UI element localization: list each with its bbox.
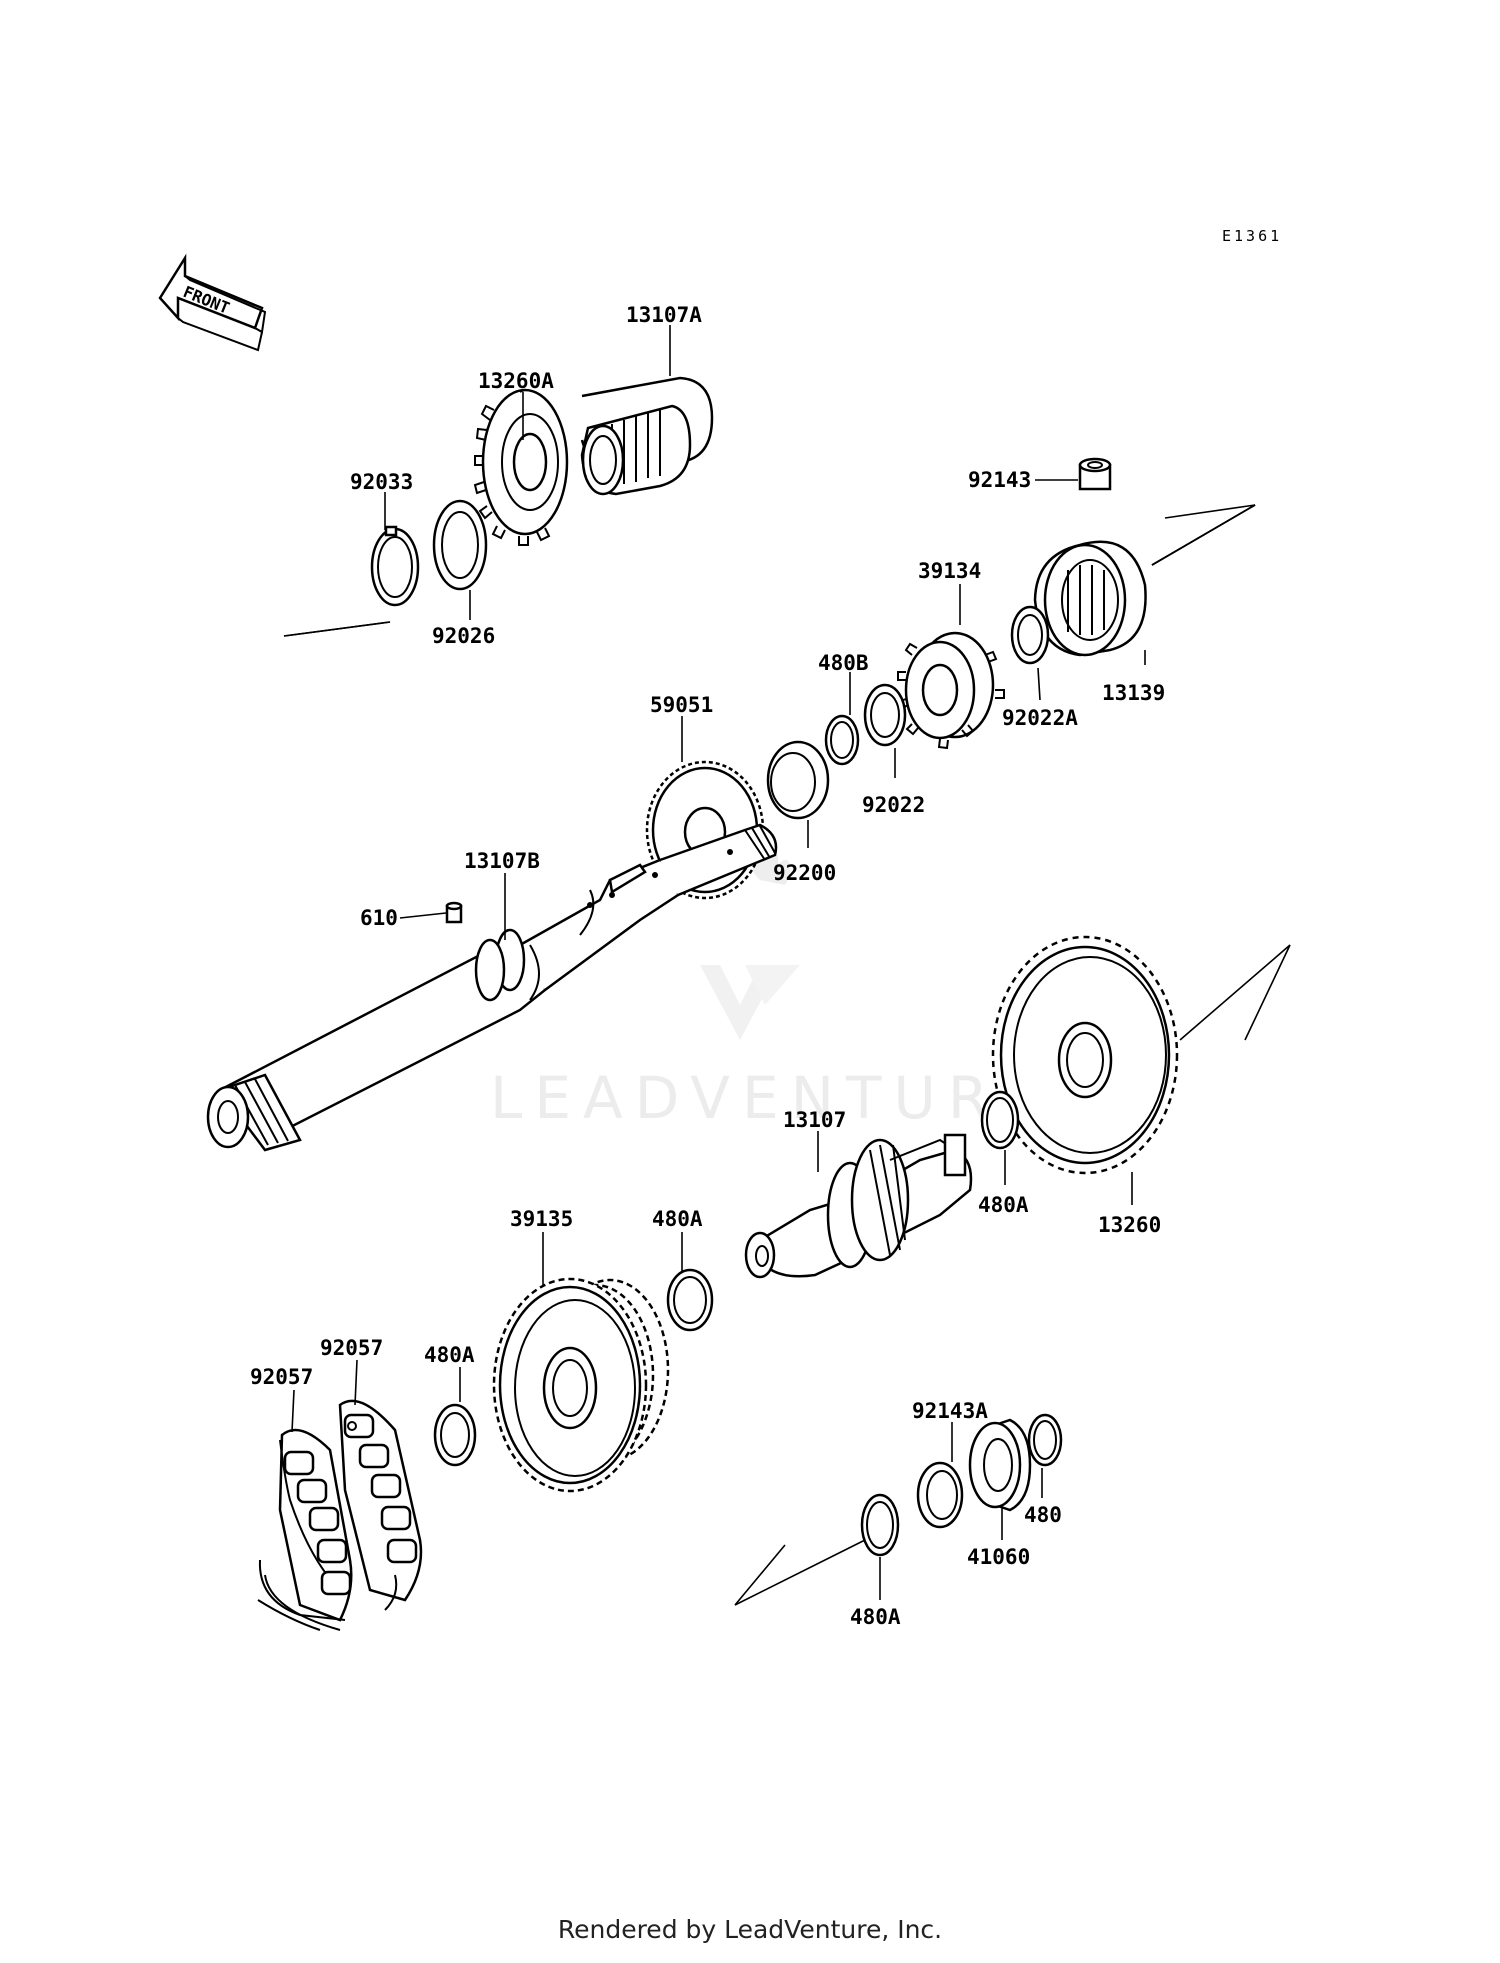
part-13260-gear (991, 935, 1179, 1175)
label-13107B: 13107B (464, 849, 540, 873)
label-92200: 92200 (773, 861, 836, 885)
part-92026-washer (432, 499, 488, 591)
watermark-text: LEADVENTURE (490, 1064, 1049, 1132)
part-92022-washer (863, 683, 907, 747)
footer-credit: Rendered by LeadVenture, Inc. (557, 1915, 943, 1944)
part-480A-circlip-middle (666, 1268, 714, 1332)
label-13107A: 13107A (626, 303, 702, 327)
part-480A-circlip-upper (980, 1090, 1020, 1150)
part-480-circlip (1027, 1413, 1063, 1467)
label-480: 480 (1024, 1503, 1062, 1527)
front-arrow-icon: FRONT (158, 253, 267, 352)
label-92026: 92026 (432, 624, 495, 648)
label-92057-left: 92057 (250, 1365, 313, 1389)
part-13107-shaft (744, 1133, 973, 1279)
label-13260A: 13260A (478, 369, 554, 393)
label-92057-right: 92057 (320, 1336, 383, 1360)
label-39135: 39135 (510, 1207, 573, 1231)
label-92143A: 92143A (912, 1399, 988, 1423)
label-480A-right: 480A (978, 1193, 1029, 1217)
label-480B: 480B (818, 651, 869, 675)
part-13107A-sleeve (580, 376, 714, 496)
label-92143: 92143 (968, 468, 1031, 492)
part-13107B-shaft (206, 823, 778, 1152)
label-480A-center: 480A (652, 1207, 703, 1231)
label-13139: 13139 (1102, 681, 1165, 705)
part-92057-chain-a (257, 1428, 353, 1631)
part-480B-circlip (824, 714, 860, 766)
label-92022: 92022 (862, 793, 925, 817)
part-41060-hub (968, 1418, 1032, 1512)
label-480A-left: 480A (424, 1343, 475, 1367)
label-13107: 13107 (783, 1108, 846, 1132)
part-92143A-collar (916, 1461, 964, 1529)
part-92143-bushing (1078, 457, 1112, 491)
part-92200-washer (766, 740, 830, 820)
part-92057-chain-b (338, 1399, 423, 1611)
label-92022A: 92022A (1002, 706, 1078, 730)
part-480A-circlip-bottom (860, 1493, 900, 1557)
label-610: 610 (360, 906, 398, 930)
part-92022A-washer (1010, 605, 1050, 665)
part-13260A-gear (473, 388, 569, 546)
leader-lines (291, 325, 1146, 1600)
part-480A-circlip-lower (433, 1403, 477, 1467)
part-39135-gear (492, 1277, 670, 1493)
part-39134-gear (896, 631, 1005, 750)
part-13139-drum (1033, 540, 1147, 657)
label-92033: 92033 (350, 470, 413, 494)
diagram-code: E1361 (1222, 227, 1282, 245)
label-13260: 13260 (1098, 1213, 1161, 1237)
part-92033-circlip (370, 525, 420, 607)
part-610-pin (445, 901, 463, 924)
label-39134: 39134 (918, 559, 981, 583)
label-480A-bottom: 480A (850, 1605, 901, 1629)
label-59051: 59051 (650, 693, 713, 717)
label-41060: 41060 (967, 1545, 1030, 1569)
